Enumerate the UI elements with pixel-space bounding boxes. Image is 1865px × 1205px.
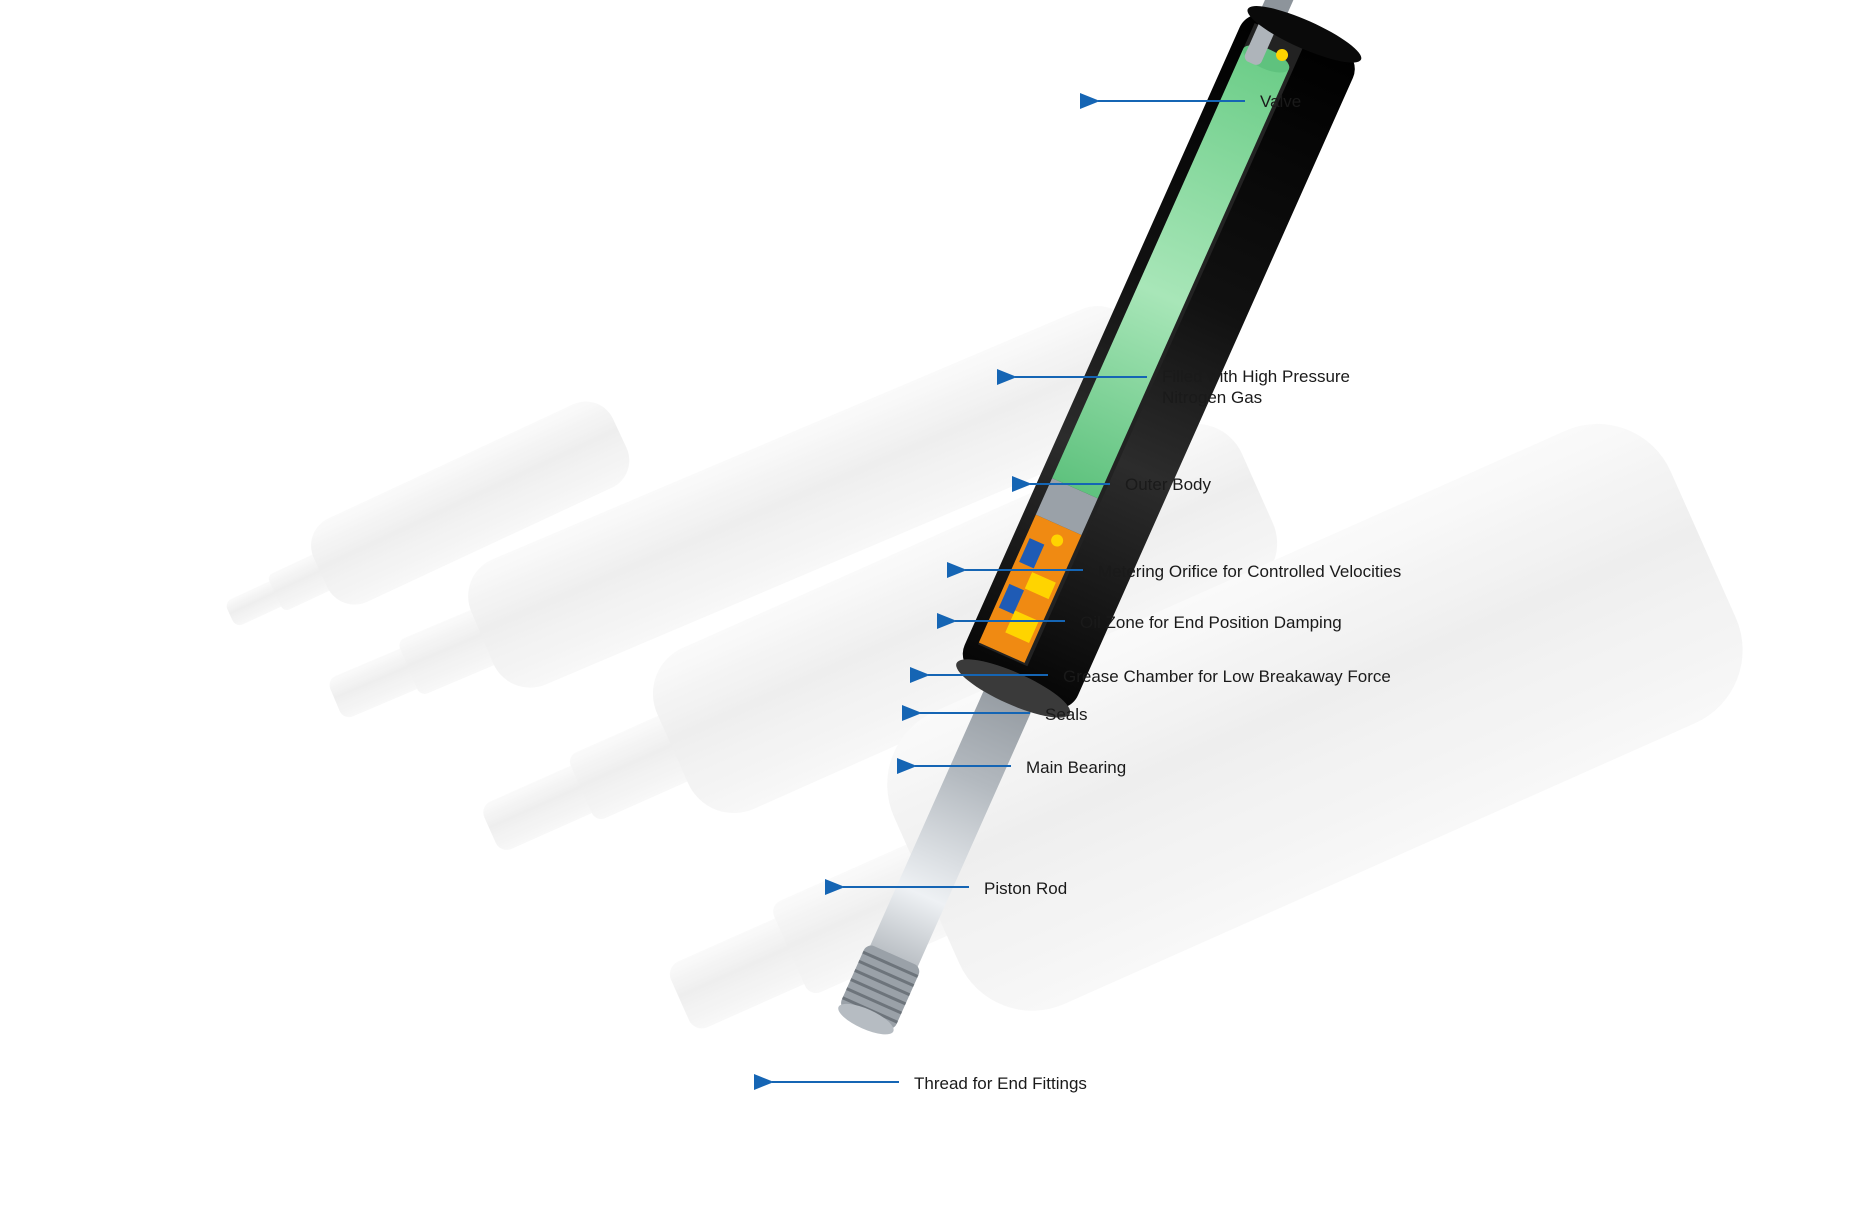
- callout-main-bearing: Main Bearing: [1026, 757, 1126, 778]
- callout-gas-text-line2: Nitrogen Gas: [1162, 388, 1263, 407]
- piston-rod-shape: [848, 617, 1063, 1019]
- callout-thread-text: Thread for End Fittings: [914, 1074, 1087, 1093]
- callout-outer-body-text: Outer Body: [1125, 475, 1211, 494]
- callout-arrows: [754, 93, 1245, 1090]
- callout-metering-orifice: Metering Orifice for Controlled Velociti…: [1098, 561, 1401, 582]
- callout-main-bearing-text: Main Bearing: [1026, 758, 1127, 777]
- ghost-cylinder-medium: [329, 306, 1160, 718]
- callout-seals-text: Seals: [1045, 705, 1088, 724]
- callout-oil-zone-text: Oil Zone for End Position Damping: [1080, 613, 1342, 632]
- gas-spring-cutaway: [838, 0, 1362, 1035]
- callout-gas: Filled with High Pressure Nitrogen Gas: [1162, 366, 1350, 408]
- seal-shape: [1005, 610, 1039, 643]
- ghost-cylinder-small: [226, 401, 630, 626]
- callout-valve: Valve: [1260, 91, 1301, 112]
- callout-grease-chamber: Grease Chamber for Low Breakaway Force: [1063, 666, 1391, 687]
- callout-gas-text-line1: Filled with High Pressure: [1162, 367, 1351, 386]
- callout-piston-rod: Piston Rod: [984, 878, 1067, 899]
- callout-thread: Thread for End Fittings: [914, 1073, 1087, 1094]
- callout-outer-body: Outer Body: [1125, 474, 1211, 495]
- callout-oil-zone: Oil Zone for End Position Damping: [1080, 612, 1342, 633]
- thread-end: [838, 945, 920, 1035]
- callout-seals: Seals: [1045, 704, 1088, 725]
- callout-grease-chamber-text: Grease Chamber for Low Breakaway Force: [1063, 667, 1391, 686]
- gas-chamber-shape: [1052, 48, 1289, 499]
- callout-piston-rod-text: Piston Rod: [984, 879, 1068, 898]
- callout-metering-orifice-text: Metering Orifice for Controlled Velociti…: [1098, 562, 1402, 581]
- callout-valve-text: Valve: [1260, 92, 1302, 111]
